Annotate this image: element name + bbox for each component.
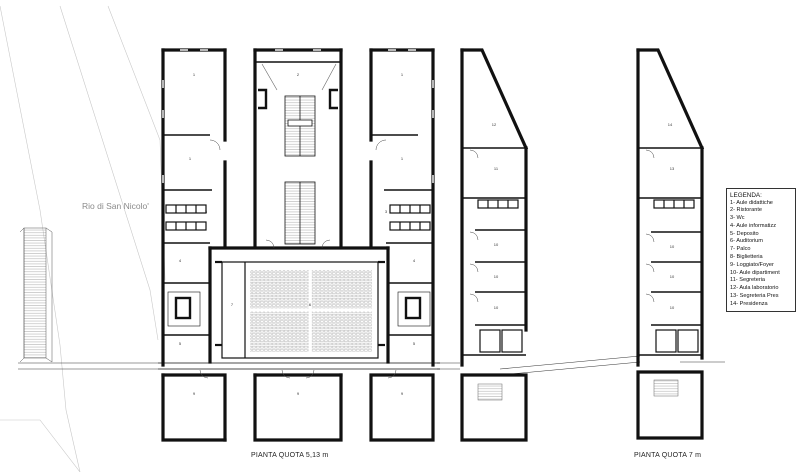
room-number: 5 [179,341,182,346]
room-number: 12 [492,122,497,127]
caption-plan-7: PIANTA QUOTA 7 m [634,452,702,459]
room-number: 1 [193,72,196,77]
room-number: 6 [309,302,312,307]
room-number: 4 [179,258,182,263]
room-number: 9 [297,391,300,396]
walkway [18,355,725,376]
quay-stair [19,227,53,363]
legend-item: 10- Aule dipartiment [730,269,780,276]
legend-item: 6- Auditorium [730,238,763,245]
room-number: 5 [413,341,416,346]
legend-item: 7- Palco [730,246,751,253]
legend-item: 8- Biglietteria [730,254,763,261]
room-number: 7 [231,302,234,307]
legend-item: 13- Segreteria Pres [730,293,779,300]
legend-item: 9- Loggiato/Foyer [730,261,774,268]
room-number: 10 [494,305,499,310]
river-label: Rio di San Nicolo' [82,201,149,211]
legend-item: 1- Aule didattiche [730,199,773,206]
room-number: 13 [670,166,675,171]
legend-item: 4- Aule informatizz [730,222,777,229]
room-number: 10 [670,305,675,310]
room-number: 3 [205,209,208,214]
room-number: 10 [670,244,675,249]
site-context [0,5,166,472]
legend-box: LEGENDA: 1- Aule didattiche 2- Ristorant… [726,188,796,312]
room-number: 11 [494,166,499,171]
caption-plan-513: PIANTA QUOTA 5,13 m [251,452,329,459]
room-number: 2 [297,72,300,77]
room-number: 1 [401,72,404,77]
legend-item: 3- Wc [730,215,745,222]
room-number: 14 [668,122,673,127]
legend-item: 12- Aula laboratorio [730,285,779,292]
legend-title: LEGENDA: [730,192,762,199]
legend-item: 14- Presidenza [730,300,768,307]
plan-level-7-right [636,48,705,440]
legend-list: 1- Aule didattiche 2- Ristorante 3- Wc 4… [730,200,795,309]
legend-item: 2- Ristorante [730,207,763,214]
legend-item: 11- Segreteria [730,277,766,284]
room-number: 10 [670,274,675,279]
room-number: 10 [494,274,499,279]
room-number: 9 [193,391,196,396]
room-number: 3 [385,209,388,214]
legend-item: 5- Deposito [730,230,759,237]
plan-level-513 [158,48,440,442]
room-number: 10 [494,242,499,247]
room-number: 1 [189,156,192,161]
room-number: 9 [401,391,404,396]
plan-level-7-mid [460,48,529,442]
room-number: 1 [401,156,404,161]
room-labels: 1 2 1 12 14 1 1 11 13 3 3 10 10 4 4 10 1… [179,72,675,396]
room-number: 4 [413,258,416,263]
